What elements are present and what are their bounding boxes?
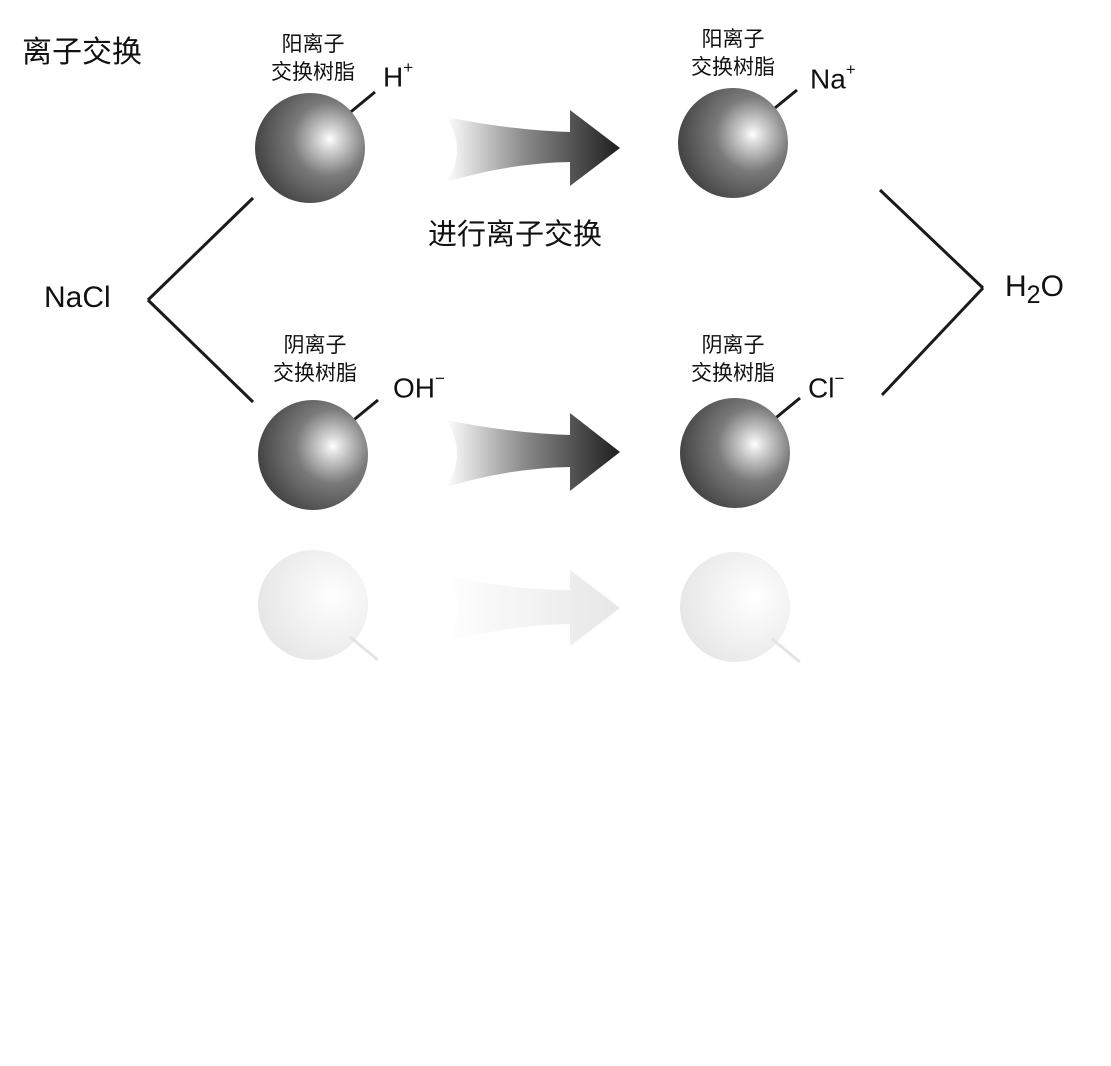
ion-oh-main: OH [393,372,435,404]
nacl-branch-upper [146,196,255,302]
reflection-arrow [446,570,620,646]
anion-resin-line1: 阴离子 [283,333,347,357]
anion-resin-line1: 阴离子 [701,333,765,357]
anion-resin-label-left: 阴离子 交换树脂 [250,331,380,387]
resin-sphere-anion-right [680,398,790,508]
resin-sphere-anion-left [258,400,368,510]
cation-resin-label-right: 阳离子 交换树脂 [668,25,798,81]
h2o-subscript: 2 [1026,281,1041,309]
h2o-branch-upper [878,188,985,290]
anion-resin-line2: 交换树脂 [273,361,357,385]
ion-h-plus: H+ [383,59,413,93]
reflection-stem-left [349,635,379,662]
exchange-arrow-bottom [446,413,620,491]
h2o-h: H [1005,270,1027,303]
ion-h-charge: + [403,58,414,77]
output-h2o: H2O [1005,272,1064,308]
ion-h-main: H [383,61,404,93]
cation-resin-line1: 阳离子 [701,27,765,51]
reflection [258,550,801,664]
nacl-branch-lower [146,298,255,404]
ion-na-main: Na [810,63,846,95]
ion-na-plus: Na+ [810,61,856,95]
anion-resin-label-right: 阴离子 交换树脂 [668,331,798,387]
reflection-sphere-right [680,552,790,662]
reflection-stem-right [771,637,801,664]
ion-cl-minus: Cl− [808,370,844,404]
cation-resin-line2: 交换树脂 [691,55,775,79]
reflection-sphere-left [258,550,368,660]
diagram-title: 离子交换 [22,35,142,70]
resin-sphere-cation-right [678,88,788,198]
ion-oh-charge: − [435,369,445,388]
h2o-o: O [1040,270,1064,303]
input-nacl: NaCl [44,281,111,314]
cation-resin-line1: 阳离子 [281,32,345,56]
stem-h [346,90,376,117]
process-label: 进行离子交换 [428,217,603,251]
ion-cl-charge: − [834,369,845,388]
h2o-branch-lower [880,286,985,397]
exchange-arrow-top [446,110,620,186]
ion-oh-minus: OH− [393,370,445,404]
cation-resin-line2: 交换树脂 [271,60,355,84]
ion-na-charge: + [845,60,856,79]
ion-cl-main: Cl [808,372,835,404]
anion-resin-line2: 交换树脂 [691,361,775,385]
resin-sphere-cation-left [255,93,365,203]
cation-resin-label-left: 阳离子 交换树脂 [248,30,378,86]
